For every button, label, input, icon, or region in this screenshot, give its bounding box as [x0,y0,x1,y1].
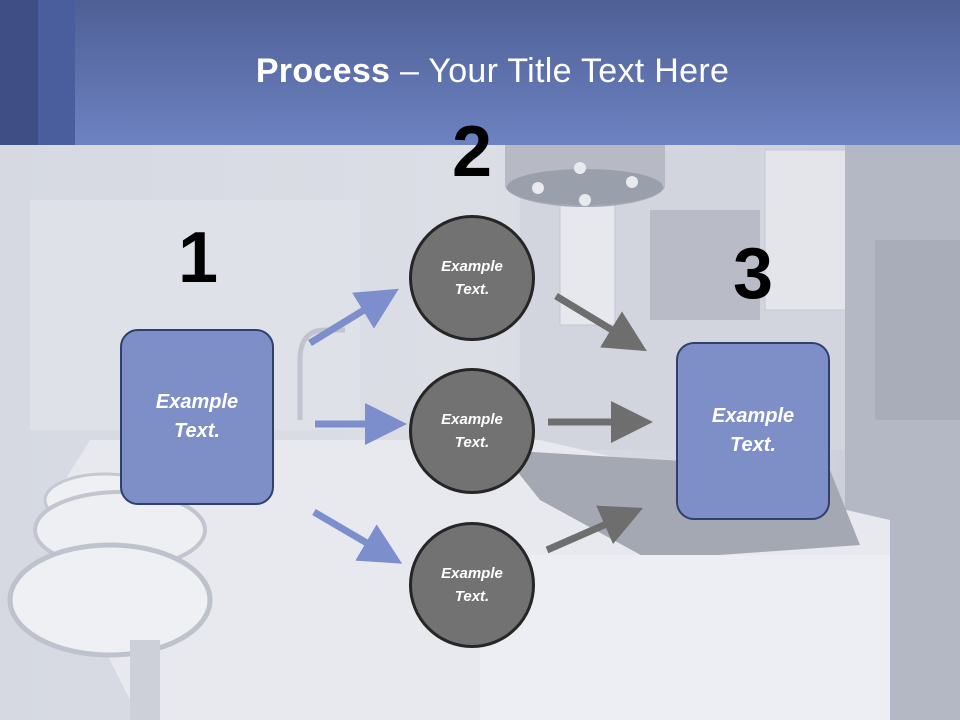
start-box-label: Example Text. [155,391,239,442]
end-box: Example Text. [676,342,830,520]
circle-middle-label: Example Text. [441,411,503,451]
step-number-1: 1 [177,218,219,298]
slide-title: Process – Your Title Text Here [0,52,960,91]
title-rest: – Your Title Text Here [390,52,730,90]
end-box-label: Example Text. [711,405,795,456]
circle-middle: Example Text. [409,368,535,494]
circle-bottom: Example Text. [409,522,535,648]
circle-top: Example Text. [409,215,535,341]
circle-top-label: Example Text. [441,258,503,298]
circle-bottom-label: Example Text. [441,565,503,605]
title-bold: Process [255,52,391,90]
step-number-2: 2 [451,112,493,192]
start-box: Example Text. [120,329,274,505]
step-number-3: 3 [732,234,774,314]
